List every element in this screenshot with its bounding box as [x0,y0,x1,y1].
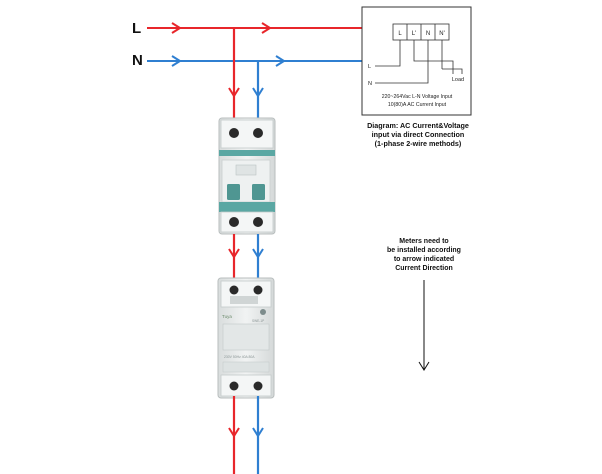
meter-top-terminal-right [253,285,263,295]
breaker-top-terminal-right [253,128,263,138]
wiring-schematic-box: L L' N N' L N Load 220~264Vac L-N Voltag… [361,6,472,116]
breaker-bottom-terminal-right [253,217,263,227]
meter-brand: Tuya [222,314,232,319]
meter-top-terminal-left [229,285,239,295]
note-line-2: be installed according [387,247,461,254]
caption-line-3: (1-phase 2-wire methods) [375,139,462,148]
load-label: Load [452,77,464,83]
line-feed-wire [147,22,365,34]
neutral-output-wire [252,396,264,474]
terminal-label-n-out: N' [439,31,444,37]
schematic-l-label: L [368,64,371,70]
spec-current-input: 10(80)A AC Current Input [388,102,447,108]
note-line-4: Current Direction [395,265,453,272]
meter-spec: 230V 50Hz 40A 80A [224,355,255,359]
breaker-toggle-right [252,184,265,200]
line-output-wire [228,396,240,474]
terminal-label-l-out: L' [412,31,416,37]
neutral-feed-wire [147,55,365,67]
current-direction-arrow-icon [418,280,430,371]
breaker-bottom-terminal-left [229,217,239,227]
line-wire-to-meter [228,234,240,283]
neutral-drop-wire [252,61,264,125]
terminal-label-n: N [426,31,430,37]
note-line-1: Meters need to [399,238,448,245]
caption-line-2: input via direct Connection [372,130,465,139]
caption-line-1: Diagram: AC Current&Voltage [367,121,469,130]
neutral-wire-to-meter [252,234,264,283]
line-label: L [132,20,141,37]
spec-voltage-input: 220~264Vac L-N Voltage Input [382,94,453,100]
circuit-breaker [218,117,276,235]
line-drop-wire [228,28,240,125]
schematic-n-label: N [368,81,372,87]
breaker-top-terminal-left [229,128,239,138]
neutral-label: N [132,52,143,69]
meter-display [222,323,270,351]
note-line-3: to arrow indicated [394,256,454,263]
breaker-toggle-left [227,184,240,200]
energy-meter: Tuya SWE-1P 230V 50Hz 40A 80A [217,277,275,399]
terminal-label-l: L [398,31,402,37]
meter-model: SWE-1P [252,319,264,323]
meter-bottom-terminal-left [229,381,239,391]
meter-led-icon [260,309,266,315]
meter-bottom-terminal-right [253,381,263,391]
